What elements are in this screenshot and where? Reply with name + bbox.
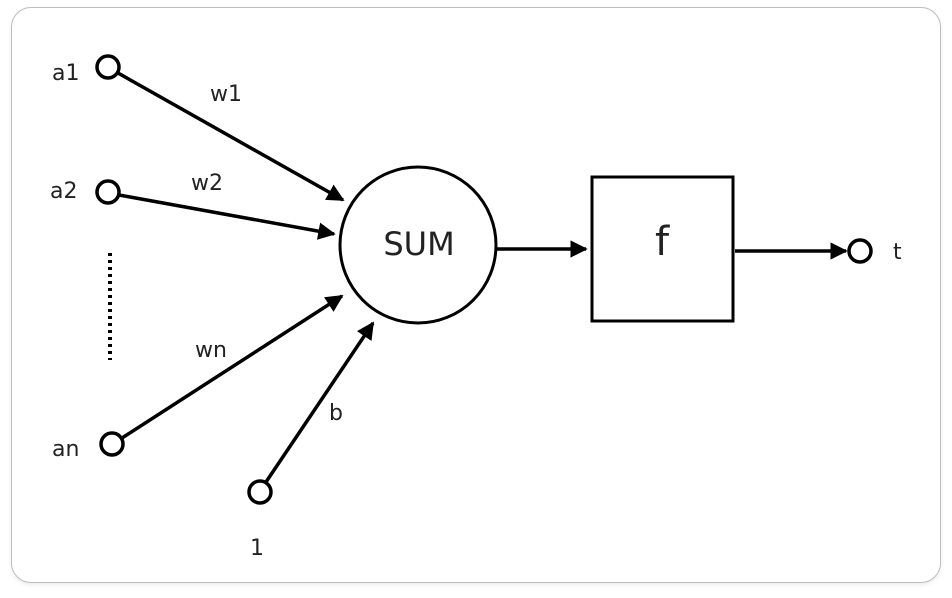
output-label: t bbox=[893, 240, 902, 265]
sum-label: SUM bbox=[383, 225, 454, 263]
sum-node bbox=[338, 165, 498, 325]
bias-input-label: 1 bbox=[250, 536, 264, 561]
input-label-a2: a2 bbox=[50, 179, 77, 204]
input-label-an: an bbox=[52, 437, 79, 462]
activation-box bbox=[590, 175, 735, 323]
edge-an-sum bbox=[121, 294, 344, 440]
weight-label-w2: w2 bbox=[191, 171, 223, 196]
edge-bias-sum bbox=[264, 321, 375, 483]
bias-weight-label: b bbox=[329, 401, 343, 426]
edge-a2-sum bbox=[118, 193, 336, 240]
weight-label-w1: w1 bbox=[210, 82, 242, 107]
weight-label-wn: wn bbox=[195, 338, 227, 363]
input-node-an bbox=[99, 431, 125, 457]
edge-a1-sum bbox=[117, 71, 345, 202]
input-node-a1 bbox=[95, 54, 121, 80]
output-node bbox=[847, 238, 873, 264]
input-label-a1: a1 bbox=[52, 61, 79, 86]
input-node-a2 bbox=[95, 179, 121, 205]
activation-label: f bbox=[655, 219, 670, 265]
bias-node bbox=[247, 479, 273, 505]
